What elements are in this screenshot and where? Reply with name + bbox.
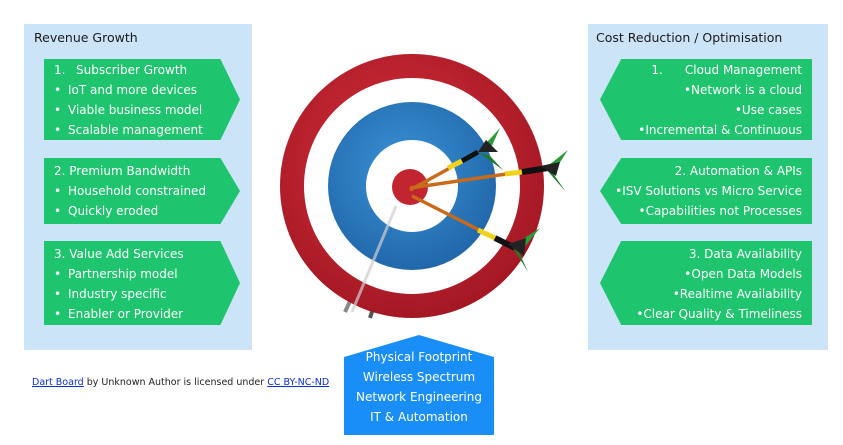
group-line: •Use cases [734,103,802,117]
dart-upper [409,128,503,192]
group-line: 2. Automation & APIs [674,164,802,178]
foundation-line: Physical Footprint [365,350,473,364]
group-line: •Scalable management [54,123,203,137]
image-credit: Dart Board by Unknown Author is licensed… [32,377,329,388]
cloud-management-box: 1.Cloud Management •Network is a cloud •… [600,59,812,140]
group-line: 3. Value Add Services [54,247,184,261]
bullseye [392,169,428,205]
group-line: •Network is a cloud [683,83,802,97]
outer-red-ring [280,54,544,318]
foundation-line: Wireless Spectrum [362,370,476,384]
group-line: 3. Data Availability [688,247,802,261]
group-line: •Viable business model [54,103,203,117]
group-line: •Household constrained [54,184,207,198]
group-line: 1.Subscriber Growth [54,63,188,77]
group-line: •Open Data Models [684,267,802,281]
dart-board-link[interactable]: Dart Board [32,377,84,388]
data-availability-box: 3. Data Availability •Open Data Models •… [600,241,812,325]
group-line: •Realtime Availability [672,287,802,301]
group-line: •Enabler or Provider [54,307,184,321]
group-line: 1.Cloud Management [651,63,802,77]
blue-ring [328,102,496,270]
board-stand-left [343,209,394,313]
group-line: •ISV Solutions vs Micro Service [615,184,802,198]
automation-apis-box: 2. Automation & APIs •ISV Solutions vs M… [600,158,812,224]
license-link[interactable]: CC BY-NC-ND [267,377,330,388]
group-line: •Incremental & Continuous [638,123,802,137]
revenue-growth-title: Revenue Growth [34,30,138,45]
group-line: •IoT and more devices [54,83,197,97]
cost-reduction-title: Cost Reduction / Optimisation [596,30,783,45]
credit-text: by Unknown Author is licensed under [83,377,268,388]
board-stand-front [350,205,398,313]
group-line: •Industry specific [54,287,167,301]
outer-white-ring [304,78,520,294]
value-add-services-box: 3. Value Add Services •Partnership model… [44,241,240,325]
group-line: 2. Premium Bandwidth [54,164,191,178]
inner-white-ring [366,140,458,232]
board-stand-right [368,211,406,319]
group-line: •Capabilities not Processes [638,204,802,218]
subscriber-growth-box: 1.Subscriber Growth •IoT and more device… [44,59,240,140]
foundation-line: IT & Automation [370,410,468,424]
foundations-box: Physical Footprint Wireless Spectrum Net… [344,335,494,435]
premium-bandwidth-box: 2. Premium Bandwidth •Household constrai… [44,158,240,224]
group-line: •Clear Quality & Timeliness [636,307,802,321]
group-line: •Partnership model [54,267,178,281]
group-line: •Quickly eroded [54,204,159,218]
dart-lower [411,194,540,272]
dart-middle [409,150,568,192]
foundation-line: Network Engineering [356,390,482,404]
